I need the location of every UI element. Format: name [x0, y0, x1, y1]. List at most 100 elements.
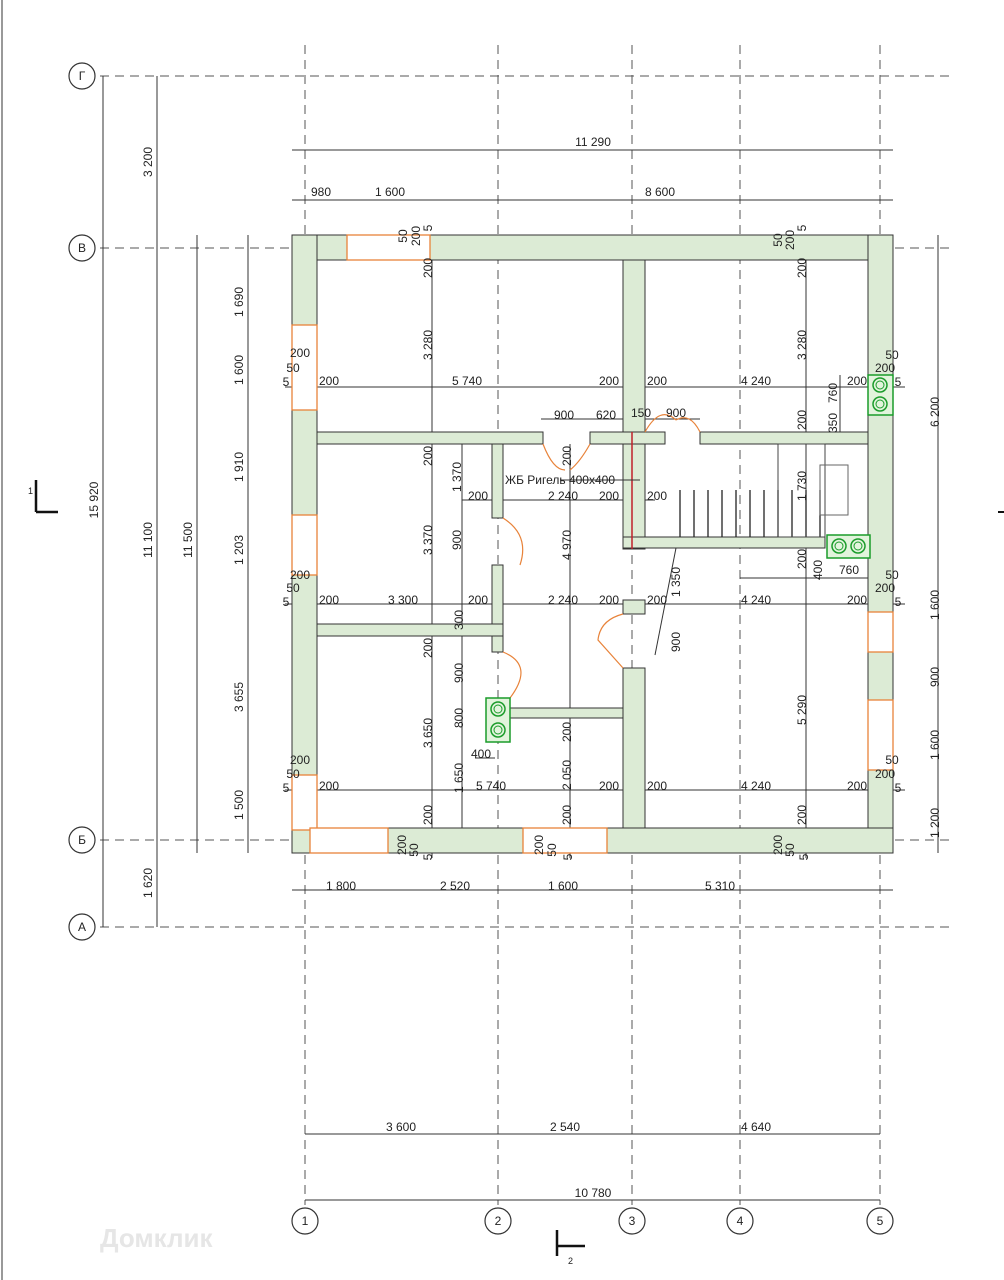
axis-bubble	[68, 234, 96, 262]
vent-duct-icon	[493, 725, 503, 735]
wall	[502, 707, 624, 719]
dimension-label: 3 280	[421, 330, 435, 360]
vent-duct-icon	[875, 380, 885, 390]
dimension-label: 1 600	[548, 879, 578, 893]
dimension-label: 200	[647, 489, 667, 503]
window	[309, 827, 389, 854]
dimension-label: 11 100	[141, 522, 155, 558]
dimension-label: 50	[286, 767, 300, 781]
axis-number: 1	[302, 1214, 309, 1228]
dimension-label: 3 280	[795, 330, 809, 360]
dimension-label: 1 690	[232, 287, 246, 317]
dimension-label: 900	[554, 408, 574, 422]
axis-letter: А	[78, 920, 86, 934]
axis-bubble	[866, 1207, 894, 1235]
dimension-label: 11 500	[181, 522, 195, 558]
axis-letter: Б	[78, 833, 86, 847]
dimension-label: 4 240	[741, 779, 771, 793]
dimension-label: 5 290	[795, 695, 809, 725]
dimension-label: 5	[895, 375, 902, 389]
window	[522, 827, 608, 854]
dimension-label: 200	[560, 722, 574, 742]
dimension-label: 1 650	[452, 763, 466, 793]
vent-duct-icon	[850, 538, 866, 554]
dimension-label: 2 520	[440, 879, 470, 893]
door-swing	[675, 417, 701, 433]
axis-number: 2	[495, 1214, 502, 1228]
dimension-label: 1 800	[326, 879, 356, 893]
dimension-label: 5	[421, 853, 435, 860]
dimension-label: 3 650	[421, 718, 435, 748]
walls	[291, 234, 894, 854]
dimension-label: 1 350	[669, 567, 683, 597]
axis-bubble	[68, 62, 96, 90]
dimension-label: 3 370	[421, 525, 435, 555]
dimension-label: 400	[811, 560, 825, 580]
dimension-label: 200	[599, 374, 619, 388]
dimension-label: 760	[826, 383, 840, 403]
dimension-label: 200	[847, 374, 867, 388]
dimension-label: 5	[895, 595, 902, 609]
wall	[622, 667, 646, 829]
section-label: 2	[568, 1256, 573, 1266]
dimension-label: 5	[797, 853, 811, 860]
dimension-label: 5	[561, 853, 575, 860]
dimension-label: 200	[875, 581, 895, 595]
dimension-label: 5	[283, 781, 290, 795]
dimension-label: 620	[596, 408, 616, 422]
dimension-label: 200	[409, 226, 423, 246]
watermark: Домклик	[100, 1223, 213, 1253]
dimension-label: 200	[783, 230, 797, 250]
dimension-label: 50	[286, 581, 300, 595]
dimension-label: 200	[560, 805, 574, 825]
wall	[316, 431, 544, 445]
dimension-label: 1 370	[450, 462, 464, 492]
dimension-label: 8 600	[645, 185, 675, 199]
dimension-label: 2 240	[548, 489, 578, 503]
dimension-label: 1 600	[928, 730, 942, 760]
dimension-label: 200	[290, 568, 310, 582]
dimension-label: 900	[452, 663, 466, 683]
axis-bubble	[68, 913, 96, 941]
door-swing	[542, 443, 566, 471]
axis-bubble	[618, 1207, 646, 1235]
dimension-label: 50	[771, 233, 785, 247]
dimension-label: 200	[647, 374, 667, 388]
dimension-label: 5	[895, 781, 902, 795]
dimension-label: 1 203	[232, 535, 246, 565]
wall	[622, 536, 826, 549]
dimension-label: 3 655	[232, 682, 246, 712]
door-swing	[644, 414, 677, 433]
dimension-label: 200	[421, 446, 435, 466]
dimension-lines	[102, 76, 939, 1201]
dimension-label: 900	[450, 530, 464, 550]
dimension-label: 200	[847, 593, 867, 607]
dimension-label: 3 600	[386, 1120, 416, 1134]
dimension-label: 2 240	[548, 593, 578, 607]
dimension-label: 4 970	[560, 530, 574, 560]
dimension-label: 5	[283, 595, 290, 609]
window	[291, 774, 318, 831]
door-swing	[569, 443, 591, 471]
dimension-label: 50	[286, 361, 300, 375]
dimension-label: 200	[795, 258, 809, 278]
dimension-label: 200	[290, 753, 310, 767]
wall	[622, 443, 646, 550]
vent-duct-icon	[834, 541, 844, 551]
dimension-label: 400	[471, 747, 491, 761]
dimension-label: 200	[421, 258, 435, 278]
dimension-label: 50	[407, 843, 421, 857]
section-label: 1	[28, 486, 33, 496]
dimension-label: 200	[847, 779, 867, 793]
dimension-label: 760	[839, 563, 859, 577]
dimension-label: 5	[283, 375, 290, 389]
dimension-label: 200	[795, 805, 809, 825]
dimension-label: 900	[666, 406, 686, 420]
dimension-label: 5 740	[476, 779, 506, 793]
dimension-label: 200	[875, 361, 895, 375]
dimension-label: 150	[631, 406, 651, 420]
dimension-label: 50	[885, 568, 899, 582]
dimension-label: 200	[532, 835, 546, 855]
